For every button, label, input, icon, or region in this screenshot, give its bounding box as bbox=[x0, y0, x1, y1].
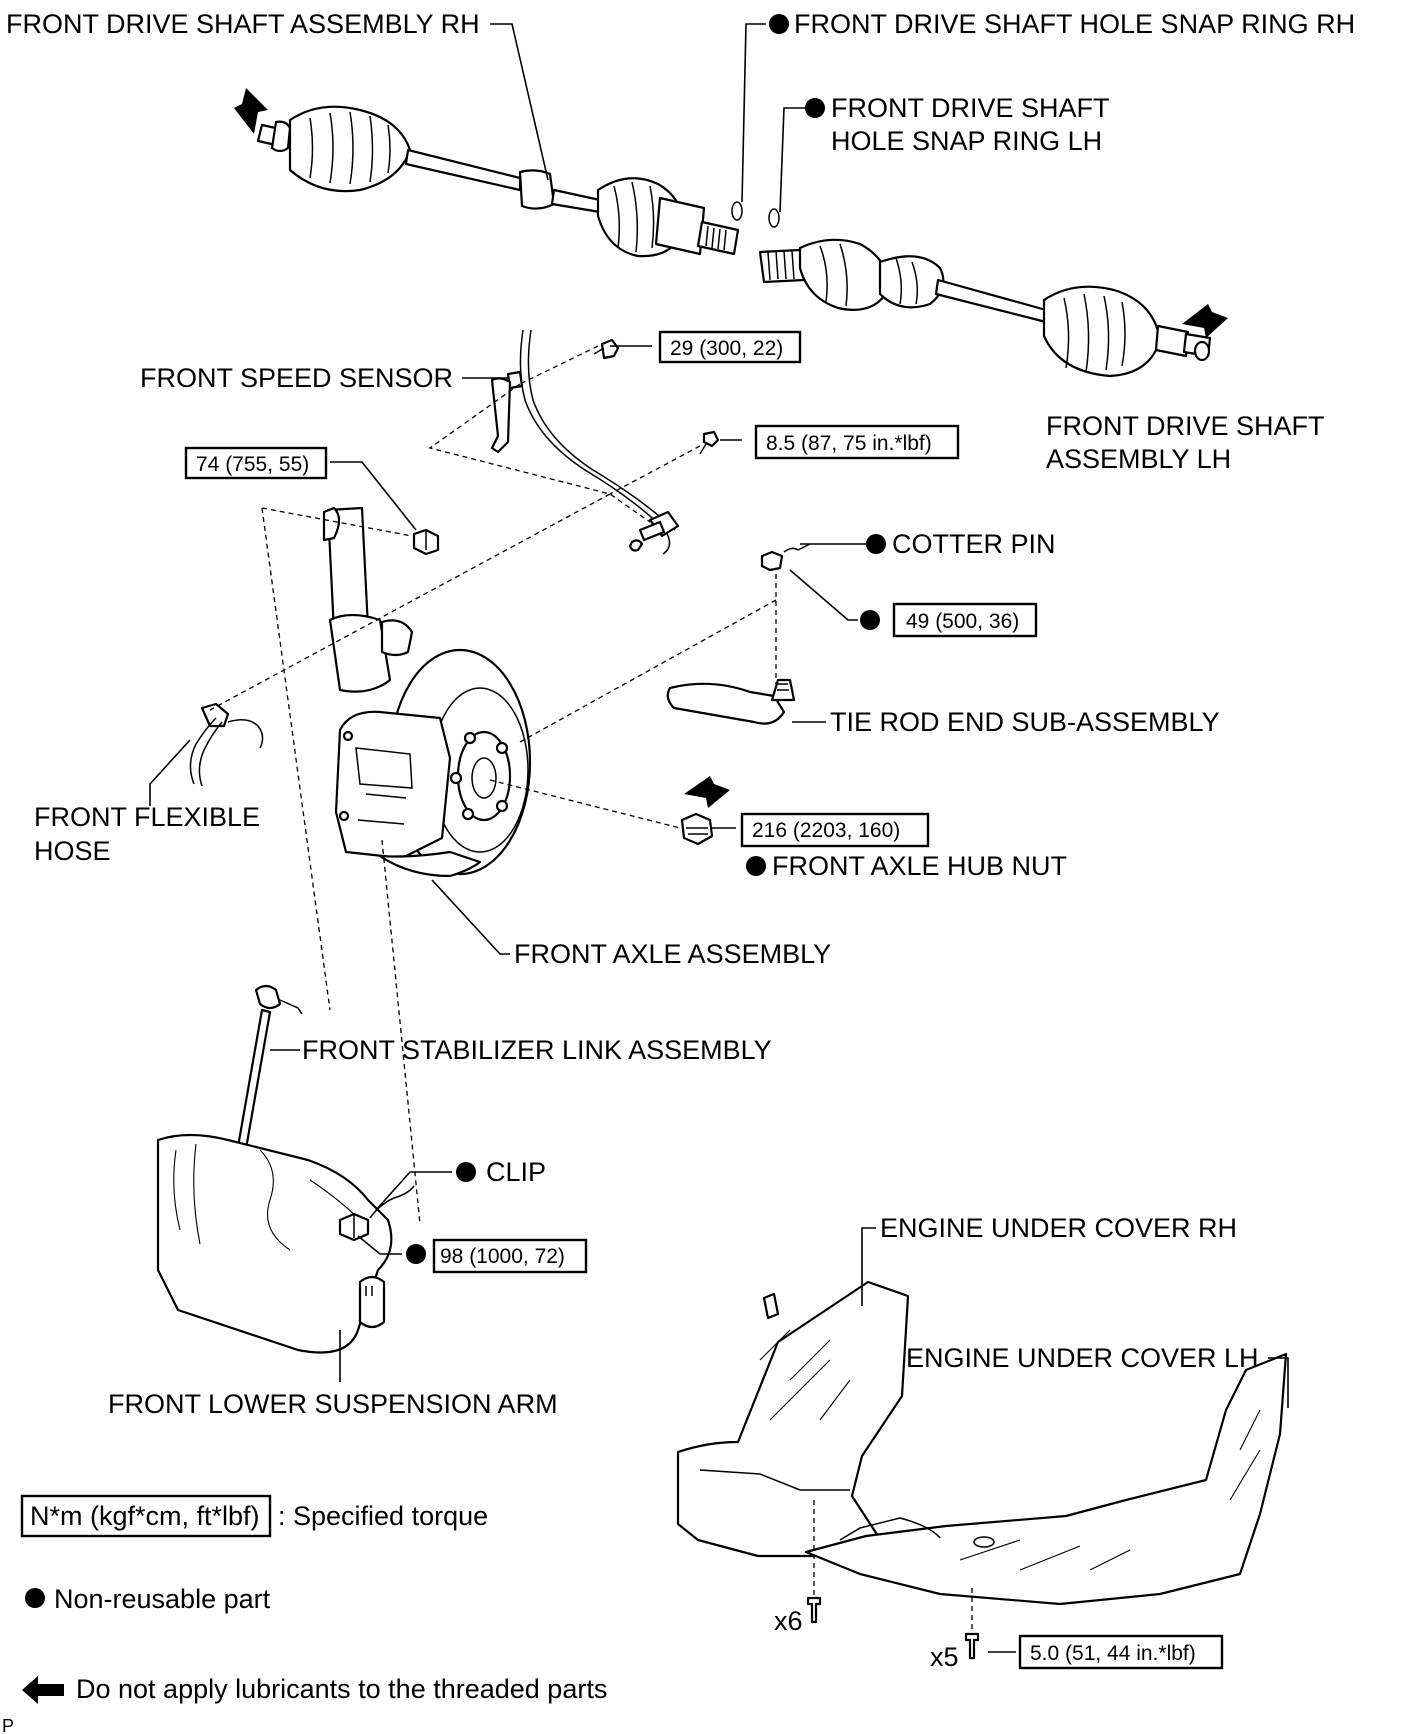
flexible-hose-drawing bbox=[189, 702, 264, 787]
label-engine-under-cover-lh: ENGINE UNDER COVER LH bbox=[906, 1343, 1259, 1373]
tie-rod-end-drawing bbox=[666, 543, 811, 725]
label-hub-nut: FRONT AXLE HUB NUT bbox=[772, 851, 1067, 881]
snap-rings-drawing bbox=[731, 201, 780, 228]
torque-box-tie-rod-nut bbox=[892, 602, 1038, 638]
label-drive-shaft-lh-line1: FRONT DRIVE SHAFT bbox=[1046, 411, 1325, 441]
hub-nut-drawing bbox=[680, 776, 730, 846]
corner-mark: P bbox=[2, 1716, 14, 1734]
label-qty-x5: x5 bbox=[930, 1642, 959, 1672]
sensor-bolts-drawing bbox=[593, 338, 720, 455]
label-stabilizer-link: FRONT STABILIZER LINK ASSEMBLY bbox=[302, 1035, 772, 1065]
torque-sensor-clamp-bolt: 8.5 (87, 75 in.*lbf) bbox=[766, 432, 932, 455]
torque-boxes: 29 (300, 22) 8.5 (87, 75 in.*lbf) 74 (75… bbox=[184, 330, 1224, 1670]
legend: N*m (kgf*cm, ft*lbf) : Specified torque … bbox=[20, 1494, 607, 1704]
legend-arrow-icon bbox=[22, 1676, 64, 1704]
torque-box-strut-nut bbox=[184, 446, 328, 480]
torque-speed-sensor-bolt: 29 (300, 22) bbox=[670, 337, 783, 360]
legend-no-lubricant: Do not apply lubricants to the threaded … bbox=[76, 1674, 607, 1704]
engine-under-cover-rh-drawing bbox=[676, 1280, 910, 1558]
drive-shaft-rh-drawing bbox=[234, 88, 740, 258]
torque-hub-nut: 216 (2203, 160) bbox=[752, 819, 900, 842]
label-axle-assembly: FRONT AXLE ASSEMBLY bbox=[514, 939, 831, 969]
label-clip: CLIP bbox=[486, 1157, 546, 1187]
label-drive-shaft-rh: FRONT DRIVE SHAFT ASSEMBLY RH bbox=[6, 9, 480, 39]
torque-box-hub-nut bbox=[740, 812, 930, 848]
label-flexible-hose-line2: HOSE bbox=[34, 836, 111, 866]
legend-torque-box bbox=[20, 1494, 272, 1538]
leader-lines bbox=[149, 23, 1289, 1653]
label-qty-x6: x6 bbox=[774, 1606, 803, 1636]
torque-tie-rod-nut: 49 (500, 36) bbox=[906, 610, 1019, 633]
cover-bolts-drawing bbox=[806, 1596, 980, 1660]
label-snap-ring-rh: FRONT DRIVE SHAFT HOLE SNAP RING RH bbox=[794, 9, 1355, 39]
non-reusable-bullets bbox=[25, 14, 886, 1608]
drive-shaft-lh-drawing bbox=[758, 238, 1228, 378]
torque-ball-joint-nut: 98 (1000, 72) bbox=[440, 1245, 565, 1268]
torque-cover-bolt: 5.0 (51, 44 in.*lbf) bbox=[1030, 1642, 1196, 1665]
label-speed-sensor: FRONT SPEED SENSOR bbox=[140, 363, 453, 393]
label-snap-ring-lh-line2: HOLE SNAP RING LH bbox=[831, 126, 1102, 156]
label-snap-ring-lh-line1: FRONT DRIVE SHAFT bbox=[831, 93, 1110, 123]
legend-torque-box-text: N*m (kgf*cm, ft*lbf) bbox=[30, 1501, 260, 1531]
front-axle-assembly-drawing bbox=[322, 506, 532, 878]
lower-suspension-arm-drawing bbox=[156, 1133, 393, 1354]
legend-torque-text: : Specified torque bbox=[278, 1501, 488, 1531]
label-flexible-hose-line1: FRONT FLEXIBLE bbox=[34, 802, 260, 832]
speed-sensor-drawing bbox=[490, 329, 680, 555]
dashed-assembly-lines bbox=[209, 345, 973, 1632]
torque-box-ball-joint-nut bbox=[432, 1238, 588, 1274]
legend-non-reusable: Non-reusable part bbox=[54, 1584, 271, 1614]
label-cotter-pin: COTTER PIN bbox=[892, 529, 1056, 559]
label-lower-suspension-arm: FRONT LOWER SUSPENSION ARM bbox=[108, 1389, 558, 1419]
torque-box-cover-bolt bbox=[1018, 1634, 1224, 1670]
torque-strut-nut: 74 (755, 55) bbox=[196, 453, 309, 476]
label-tie-rod-end: TIE ROD END SUB-ASSEMBLY bbox=[830, 707, 1220, 737]
clip-drawing bbox=[369, 1185, 415, 1219]
engine-under-cover-lh-drawing bbox=[804, 1352, 1288, 1606]
torque-box-sensor-clamp-bolt bbox=[754, 424, 960, 460]
label-drive-shaft-lh-line2: ASSEMBLY LH bbox=[1046, 444, 1231, 474]
part-labels: FRONT DRIVE SHAFT ASSEMBLY RH FRONT DRIV… bbox=[2, 9, 1355, 1734]
label-engine-under-cover-rh: ENGINE UNDER COVER RH bbox=[880, 1213, 1237, 1243]
strut-nut-drawing bbox=[412, 528, 440, 556]
torque-box-speed-sensor-bolt bbox=[658, 330, 802, 364]
